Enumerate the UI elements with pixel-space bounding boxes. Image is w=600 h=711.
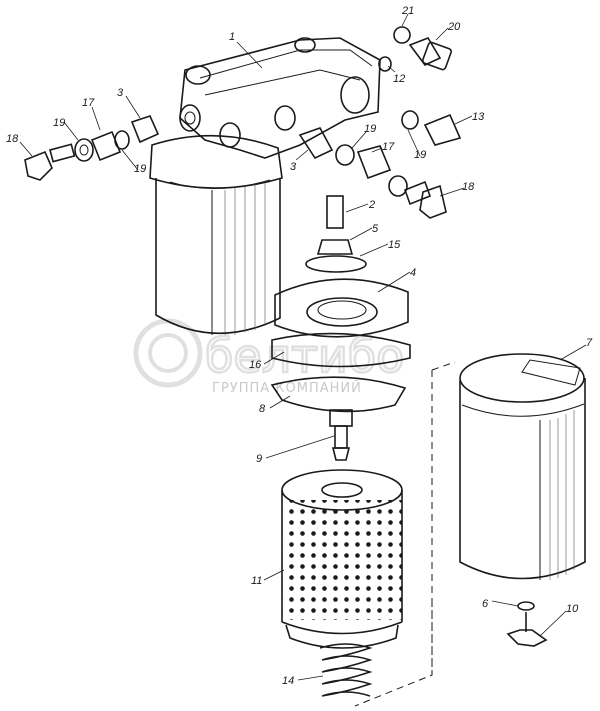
callout-4: 4 xyxy=(410,267,416,279)
watermark-logo: белтибо xyxy=(133,318,406,388)
callout-10: 10 xyxy=(566,603,579,615)
callout-7: 7 xyxy=(586,337,593,349)
right-fittings xyxy=(298,26,462,219)
callout-14: 14 xyxy=(282,675,294,687)
callout-19-c: 19 xyxy=(364,123,376,135)
assembly-dash-line xyxy=(354,361,456,707)
filter-bowl xyxy=(459,353,586,580)
callout-15: 15 xyxy=(388,239,401,251)
callout-11: 11 xyxy=(251,575,262,587)
callout-20: 20 xyxy=(447,21,461,33)
callout-17-right: 17 xyxy=(382,141,395,153)
callout-9: 9 xyxy=(256,453,262,465)
watermark-subtitle: ГРУППА КОМПАНИЙ xyxy=(212,380,362,396)
callout-5: 5 xyxy=(372,223,379,235)
callout-18-right: 18 xyxy=(462,181,475,193)
drain-bolt-parts xyxy=(506,601,548,647)
callout-labels: 1 2 3 3 4 5 6 7 8 9 10 11 12 13 14 15 16… xyxy=(6,5,593,687)
callout-16: 16 xyxy=(249,359,262,371)
callout-3-right: 3 xyxy=(290,161,297,173)
callout-19-b: 19 xyxy=(134,163,146,175)
callout-2: 2 xyxy=(368,199,375,211)
callout-3-left: 3 xyxy=(117,87,124,99)
callout-8: 8 xyxy=(259,403,266,415)
left-fittings xyxy=(24,115,160,181)
filter-housing-assembly xyxy=(149,37,381,335)
leader-lines xyxy=(19,13,587,681)
central-column-parts xyxy=(270,195,411,461)
spring xyxy=(319,643,373,697)
callout-18-left: 18 xyxy=(6,133,19,145)
callout-12: 12 xyxy=(393,73,405,85)
callout-13: 13 xyxy=(472,111,485,123)
filter-element xyxy=(281,469,403,649)
callout-1: 1 xyxy=(229,31,235,43)
callout-6: 6 xyxy=(482,598,489,610)
callout-17-left: 17 xyxy=(82,97,95,109)
callout-21: 21 xyxy=(401,5,414,17)
callout-19-d: 19 xyxy=(414,149,426,161)
callout-19-a: 19 xyxy=(53,117,65,129)
